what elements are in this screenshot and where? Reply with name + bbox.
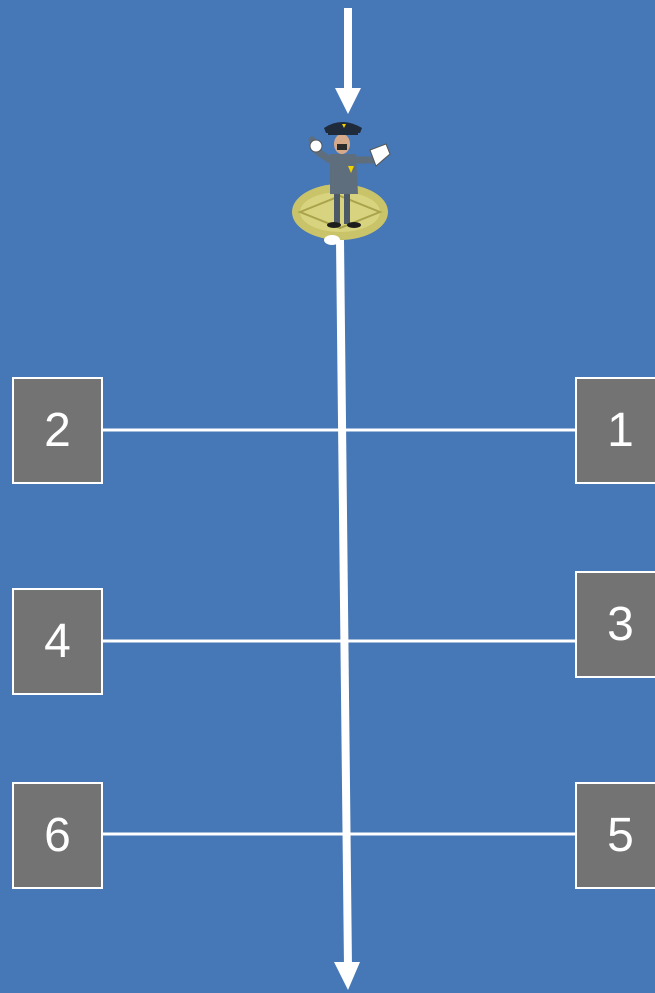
box-3: 3 [575, 571, 655, 678]
box-6: 6 [12, 782, 103, 889]
traffic-police-officer-icon [292, 122, 390, 245]
box-5: 5 [575, 782, 655, 889]
box-2: 2 [12, 377, 103, 484]
box-1: 1 [575, 377, 655, 484]
box-4: 4 [12, 588, 103, 695]
incoming-arrow [335, 8, 361, 114]
outgoing-arrow [334, 240, 360, 990]
